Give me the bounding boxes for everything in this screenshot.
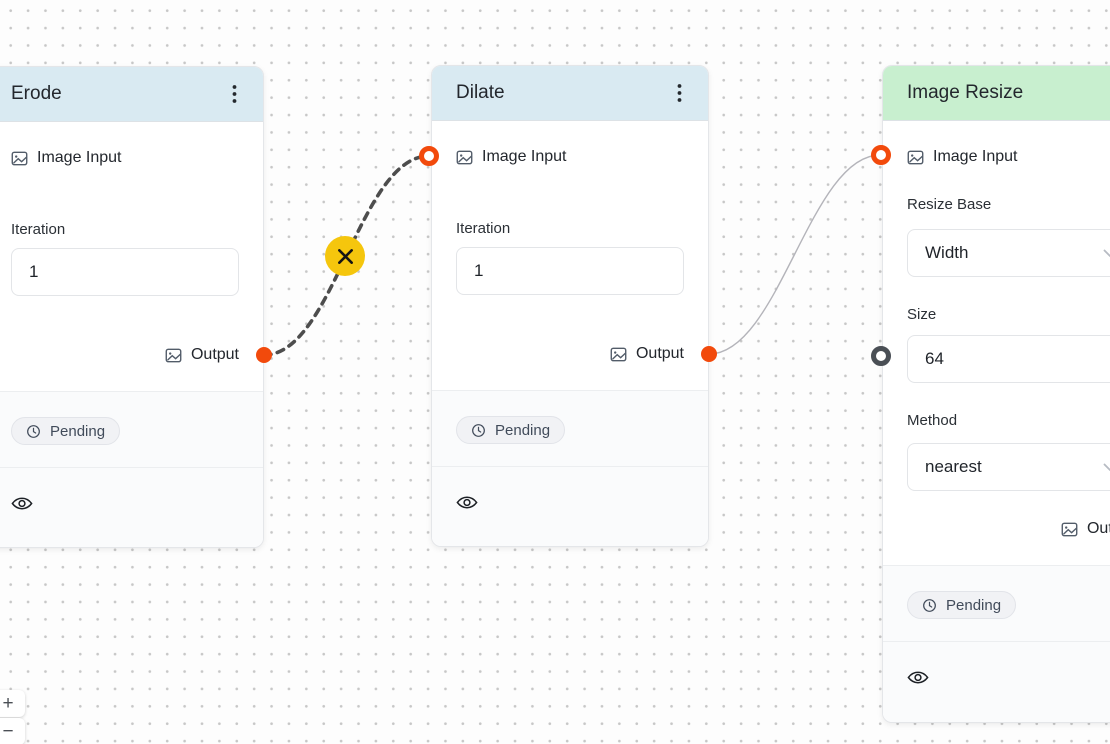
eye-icon [11,495,33,512]
preview-eye-button[interactable] [907,669,929,686]
node-dilate-status-section: Pending [432,390,708,466]
eye-icon [907,669,929,686]
iteration-label: Iteration [456,220,511,237]
size-input[interactable] [907,335,1110,383]
canvas-controls: + − [0,690,25,744]
kebab-menu-icon[interactable] [230,82,239,106]
zoom-out-button[interactable]: − [0,718,25,744]
input-port-label: Image Input [933,148,1018,165]
iteration-field: Iteration [11,220,239,296]
handle-resize-image-input[interactable] [871,145,891,165]
input-port-row: Image Input [11,146,239,170]
node-image-resize-header[interactable]: Image Resize [883,66,1110,121]
status-label: Pending [946,596,1002,614]
close-icon [336,247,355,266]
iteration-label: Iteration [11,221,66,238]
handle-resize-size-input[interactable] [871,346,891,366]
node-image-resize-status-section: Pending [883,565,1110,641]
status-label: Pending [495,421,551,439]
zoom-in-button[interactable]: + [0,690,25,717]
edge-dilate-to-resize[interactable] [708,154,881,355]
node-erode-header[interactable]: Erode [0,67,263,122]
iteration-input[interactable] [11,248,239,296]
resize-base-field: Resize Base Width [907,195,1110,277]
input-port-row: Image Input [907,145,1110,169]
image-icon [165,347,182,364]
method-select[interactable]: nearest [907,443,1110,491]
resize-base-select[interactable]: Width [907,229,1110,277]
node-title: Dilate [456,82,505,103]
status-badge: Pending [456,416,566,444]
status-label: Pending [50,422,106,440]
output-port-label: Output [635,345,684,362]
node-title: Erode [11,83,62,104]
input-port-row: Image Input [456,145,684,169]
method-field: Method nearest [907,411,1110,491]
node-title: Image Resize [907,82,1024,103]
node-dilate-footer [432,466,708,546]
output-port-row: Output [456,342,684,366]
size-label: Size [907,306,937,323]
iteration-input[interactable] [456,247,684,295]
node-erode-body: Image Input Iteration Output [0,122,263,391]
node-erode[interactable]: Erode Image Input Iteration Output [0,66,264,548]
node-erode-footer [0,467,263,547]
image-icon [456,149,473,166]
method-value: nearest [925,457,982,476]
preview-eye-button[interactable] [456,494,478,511]
status-badge: Pending [11,417,121,445]
eye-icon [456,494,478,511]
method-label: Method [907,412,958,429]
output-port-label: Output [190,346,239,363]
chevron-down-icon [1103,463,1110,472]
image-icon [610,346,627,363]
node-image-resize-footer [883,641,1110,722]
output-port-row: Output [11,343,239,367]
edge-delete-button[interactable] [325,236,365,276]
clock-icon [471,423,486,438]
iteration-field: Iteration [456,219,684,295]
handle-erode-output[interactable] [256,347,272,363]
node-image-resize-body: Image Input Resize Base Width Size Metho… [883,121,1110,565]
status-badge: Pending [907,591,1017,619]
image-icon [907,149,924,166]
node-dilate-header[interactable]: Dilate [432,66,708,121]
node-image-resize[interactable]: Image Resize Image Input Resize Base Wid… [882,65,1110,723]
input-port-label: Image Input [37,149,122,166]
image-icon [11,150,28,167]
chevron-down-icon [1103,249,1110,258]
image-icon [1061,521,1078,538]
node-dilate-body: Image Input Iteration Output [432,121,708,390]
handle-dilate-output[interactable] [701,346,717,362]
resize-base-value: Width [925,243,969,262]
size-field: Size [907,305,1110,383]
resize-base-label: Resize Base [907,196,992,213]
clock-icon [26,424,41,439]
preview-eye-button[interactable] [11,495,33,512]
node-erode-status-section: Pending [0,391,263,467]
output-port-row: Output [907,517,1110,541]
input-port-label: Image Input [482,148,567,165]
kebab-menu-icon[interactable] [675,81,684,105]
output-port-label: Output [1086,520,1110,537]
handle-dilate-image-input[interactable] [419,146,439,166]
clock-icon [922,598,937,613]
node-dilate[interactable]: Dilate Image Input Iteration Output [431,65,709,547]
